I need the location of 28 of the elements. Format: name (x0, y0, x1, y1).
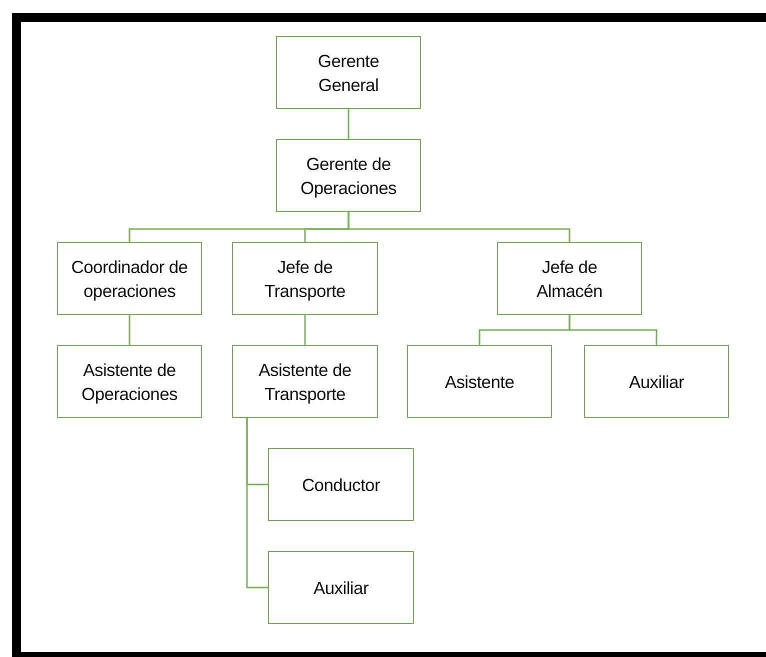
connector-line (568, 315, 658, 345)
position-title: Jefe de Transporte (264, 256, 346, 302)
position-box (57, 345, 202, 418)
connector-line (304, 315, 306, 345)
position-box (268, 448, 414, 521)
position-title: Asistente de Transporte (258, 358, 352, 406)
position-title: Auxiliar (629, 370, 684, 394)
position-title: Asistente (444, 370, 514, 394)
connector-line (348, 109, 350, 139)
position-title: Asistente de Operaciones (80, 358, 178, 406)
position-box (268, 551, 414, 624)
position-box (276, 36, 421, 109)
connector-line (348, 212, 570, 242)
position-title: Jefe de Almacén (536, 256, 604, 302)
position-box (407, 345, 552, 418)
position-title: Coordinador de operaciones (70, 256, 189, 302)
connector-line (246, 418, 268, 588)
position-title: Gerente de Operaciones (300, 152, 398, 200)
position-title: Conductor (302, 474, 380, 496)
position-title: Gerente General (316, 50, 380, 96)
connector-line (128, 315, 130, 345)
position-box (232, 345, 378, 418)
position-box (57, 242, 202, 315)
position-box (584, 345, 729, 418)
position-box (276, 139, 421, 212)
position-title: Auxiliar (314, 576, 368, 600)
position-box (232, 242, 378, 315)
position-box (497, 242, 642, 315)
